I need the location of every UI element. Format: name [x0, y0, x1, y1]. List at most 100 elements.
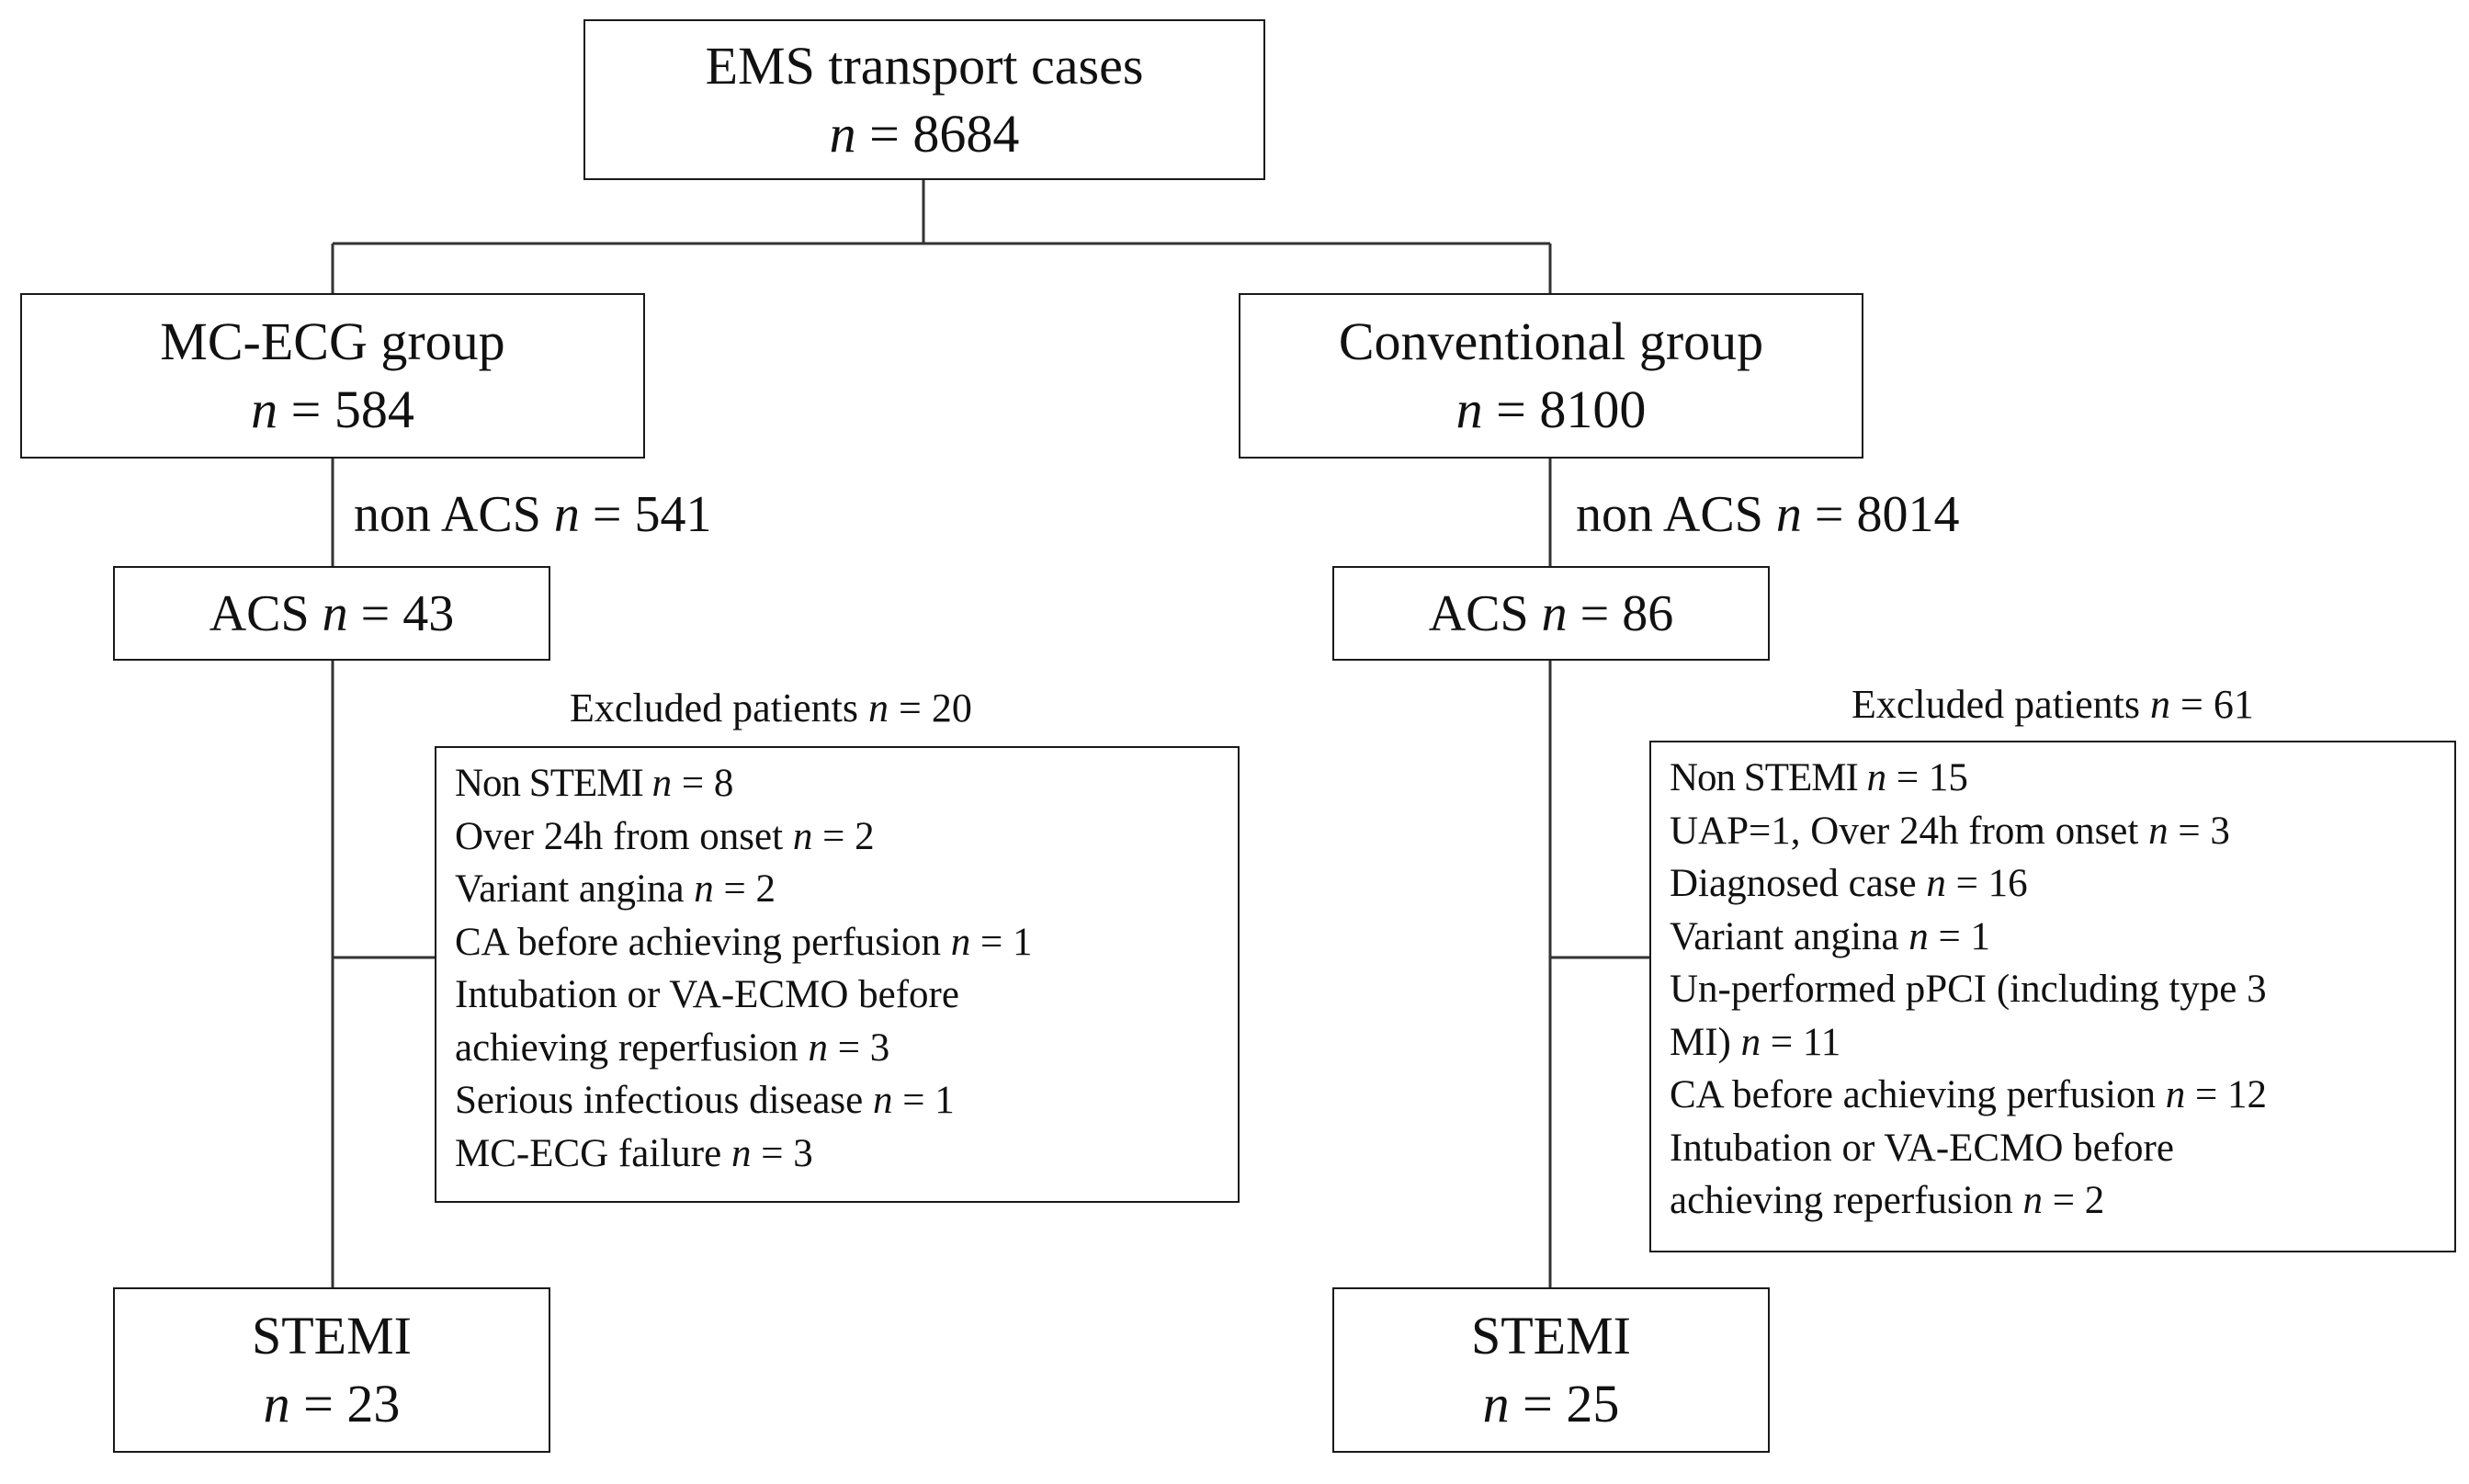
count-value: = 11	[1761, 1020, 1841, 1064]
conventional-group-box: Conventional group n = 8100	[1239, 293, 1863, 459]
conventional-group-title: Conventional group	[1338, 312, 1764, 371]
exclusion-reason: CA before achieving perfusion	[1670, 1073, 2166, 1116]
left-excluded-title: Excluded patients n = 20	[570, 685, 972, 731]
right-acs-content: ACS n = 86	[1429, 584, 1674, 643]
exclusion-reason: Un-performed pPCI (including type 3	[1670, 968, 2267, 1011]
ems-transport-title: EMS transport cases	[705, 35, 1144, 96]
exclusion-item: Serious infectious disease n = 1	[455, 1074, 1238, 1127]
exclusion-reason: Intubation or VA-ECMO before	[455, 973, 959, 1016]
mc-ecg-group-title: MC-ECG group	[160, 312, 505, 371]
n-symbol: n	[1775, 486, 1802, 543]
n-symbol: n	[694, 867, 714, 911]
conventional-group-count: n = 8100	[1456, 376, 1647, 444]
n-symbol: n	[251, 379, 278, 439]
exclusion-item: Variant angina n = 2	[455, 863, 1238, 916]
count-value: = 3	[2168, 809, 2230, 853]
count-value: = 3	[827, 1025, 890, 1070]
count-value: = 12	[2185, 1073, 2267, 1116]
exclusion-reason: achieving reperfusion	[1670, 1179, 2023, 1222]
count-value: = 1	[970, 920, 1033, 964]
count-value: = 541	[592, 486, 712, 543]
n-symbol: n	[1455, 379, 1483, 439]
right-non-acs-label: non ACS n = 8014	[1576, 485, 1959, 544]
left-acs-content: ACS n = 43	[210, 584, 455, 643]
count-value: = 2	[2042, 1179, 2105, 1222]
count-value: = 23	[303, 1374, 401, 1433]
ems-transport-box: EMS transport cases n = 8684	[583, 19, 1265, 180]
n-symbol: n	[873, 1079, 893, 1122]
exclusion-item: CA before achieving perfusion n = 12	[1670, 1069, 2454, 1122]
count-value: = 61	[2180, 682, 2254, 727]
excluded-text: Excluded patients	[570, 685, 859, 731]
n-symbol: n	[553, 486, 580, 543]
n-symbol: n	[1482, 1374, 1510, 1433]
left-stemi-box: STEMI n = 23	[113, 1287, 550, 1453]
count-value: = 8100	[1496, 379, 1647, 439]
exclusion-item: Non STEMI n = 15	[1670, 752, 2454, 805]
n-symbol: n	[2150, 682, 2171, 727]
n-symbol: n	[1908, 914, 1929, 958]
n-symbol: n	[263, 1374, 290, 1433]
n-symbol: n	[731, 1131, 752, 1175]
left-stemi-count: n = 23	[264, 1370, 401, 1438]
count-value: = 16	[1945, 862, 2028, 905]
n-symbol: n	[2165, 1073, 2186, 1116]
n-symbol: n	[2148, 809, 2169, 853]
count-value: = 2	[812, 814, 875, 858]
left-non-acs-label: non ACS n = 541	[354, 485, 711, 544]
count-value: = 15	[1886, 756, 1968, 799]
count-value: = 8	[672, 762, 734, 805]
right-acs-box: ACS n = 86	[1332, 566, 1770, 661]
acs-text: ACS	[209, 584, 310, 642]
exclusion-reason: Non STEMI	[1670, 756, 1867, 799]
right-excluded-title: Excluded patients n = 61	[1852, 681, 2254, 728]
exclusion-reason: Over 24h from onset	[455, 814, 793, 858]
exclusion-reason: UAP=1, Over 24h from onset	[1670, 809, 2149, 853]
exclusion-item: Over 24h from onset n = 2	[455, 810, 1238, 864]
mc-ecg-group-count: n = 584	[251, 376, 414, 444]
exclusion-item: UAP=1, Over 24h from onset n = 3	[1670, 805, 2454, 858]
count-value: = 43	[360, 584, 455, 642]
n-symbol: n	[651, 762, 673, 805]
acs-text: ACS	[1428, 584, 1529, 642]
exclusion-reason: achieving reperfusion	[455, 1025, 809, 1070]
excluded-text: Excluded patients	[1852, 682, 2141, 727]
n-symbol: n	[808, 1025, 828, 1070]
mc-ecg-group-box: MC-ECG group n = 584	[20, 293, 645, 459]
n-symbol: n	[1740, 1020, 1761, 1064]
exclusion-item: Intubation or VA-ECMO before	[455, 969, 1238, 1022]
exclusion-item: Diagnosed case n = 16	[1670, 857, 2454, 911]
n-symbol: n	[792, 814, 813, 858]
exclusion-item: Variant angina n = 1	[1670, 911, 2454, 964]
exclusion-reason: Non STEMI	[455, 762, 652, 805]
count-value: = 2	[713, 867, 776, 911]
right-stemi-box: STEMI n = 25	[1332, 1287, 1770, 1453]
count-value: = 3	[751, 1131, 813, 1175]
n-symbol: n	[322, 584, 348, 642]
exclusion-reason: CA before achieving perfusion	[455, 920, 951, 964]
exclusion-item: Un-performed pPCI (including type 3	[1670, 963, 2454, 1016]
count-value: = 8684	[869, 103, 1020, 164]
exclusion-item: MI) n = 11	[1670, 1016, 2454, 1070]
exclusion-item: achieving reperfusion n = 2	[1670, 1174, 2454, 1228]
n-symbol: n	[829, 103, 856, 164]
exclusion-reason: Diagnosed case	[1670, 862, 1927, 905]
right-stemi-count: n = 25	[1483, 1370, 1620, 1438]
exclusion-reason: Variant angina	[1670, 914, 1909, 958]
exclusion-reason: Serious infectious disease	[455, 1079, 873, 1122]
exclusion-reason: MI)	[1670, 1020, 1741, 1064]
count-value: = 1	[892, 1079, 955, 1122]
n-symbol: n	[868, 685, 889, 731]
n-symbol: n	[1541, 584, 1568, 642]
n-symbol: n	[1926, 862, 1946, 905]
left-excluded-box: Non STEMI n = 8 Over 24h from onset n = 2…	[435, 746, 1240, 1203]
non-acs-text: non ACS	[354, 486, 541, 543]
exclusion-item: achieving reperfusion n = 3	[455, 1022, 1238, 1075]
non-acs-text: non ACS	[1576, 486, 1763, 543]
n-symbol: n	[1866, 756, 1887, 799]
exclusion-item: Intubation or VA-ECMO before	[1670, 1122, 2454, 1175]
exclusion-reason: Variant angina	[455, 867, 695, 911]
n-symbol: n	[950, 920, 971, 964]
